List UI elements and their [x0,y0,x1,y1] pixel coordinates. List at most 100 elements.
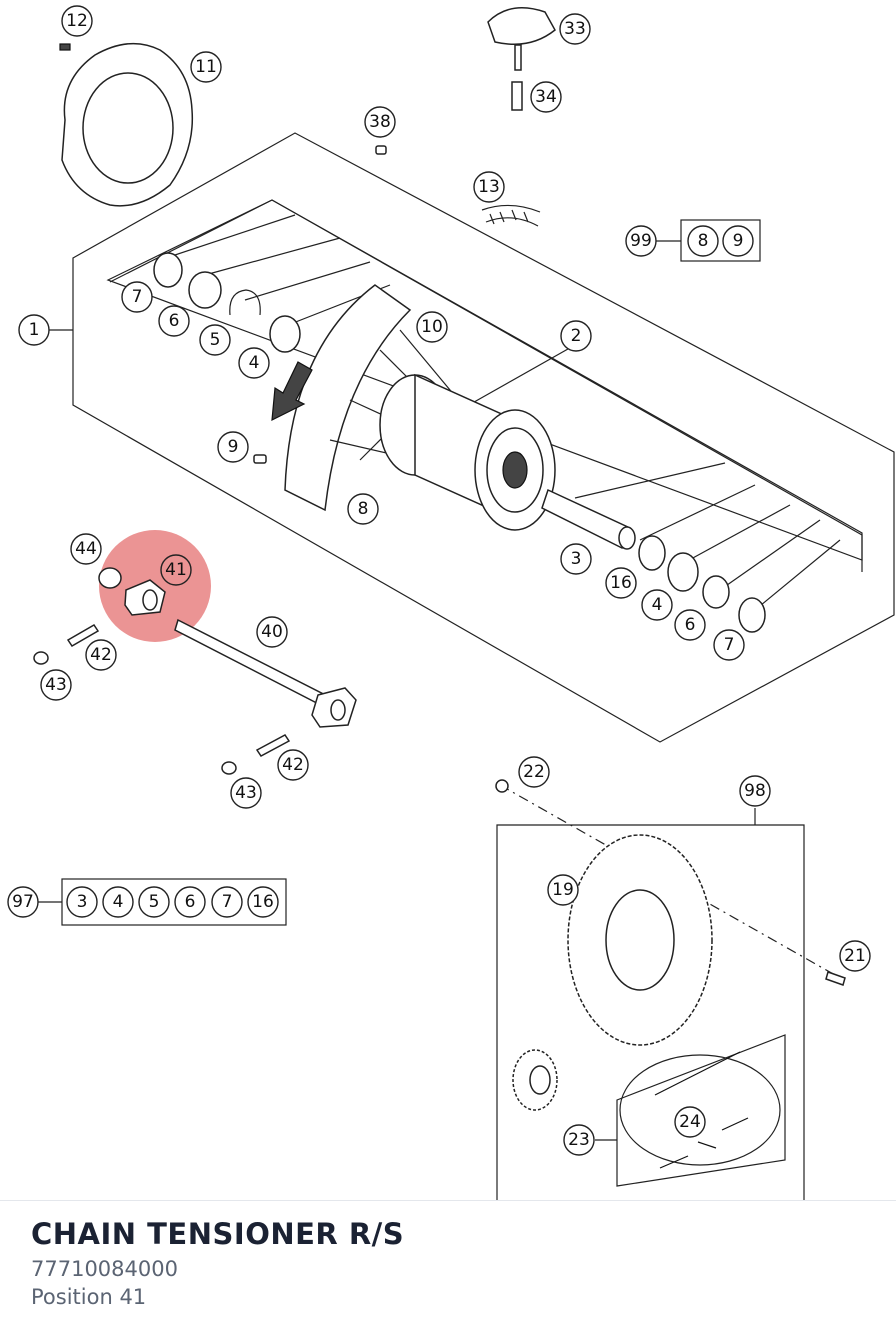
svg-text:34: 34 [535,87,557,107]
svg-text:33: 33 [564,19,586,39]
disc-bolt [59,43,71,51]
callout[interactable]: 97 [7,886,39,918]
callout[interactable]: 7 [713,629,745,661]
callout[interactable]: 22 [518,756,550,788]
svg-text:43: 43 [235,783,257,803]
wheel-stand [487,7,556,111]
axle-nut [98,567,122,589]
callout[interactable]: 9 [722,225,754,257]
part-number: 77710084000 [31,1257,178,1281]
callout[interactable]: 16 [247,886,279,918]
bearing-6-right [702,575,730,609]
svg-text:16: 16 [252,892,274,912]
spacer-16 [638,535,666,571]
callout[interactable]: 42 [85,639,117,671]
assembly-frame-inner [106,199,863,561]
callout[interactable]: 5 [138,886,170,918]
svg-text:11: 11 [195,57,217,77]
svg-text:16: 16 [610,573,632,593]
callout[interactable]: 34 [530,81,562,113]
callout[interactable]: 7 [211,886,243,918]
callout[interactable]: 33 [559,13,591,45]
callout[interactable]: 4 [102,886,134,918]
part-position: Position 41 [31,1285,147,1309]
chain-link-left [659,1155,689,1169]
callout[interactable]: 24 [674,1106,706,1138]
spacer-sleeve [541,488,631,550]
callout[interactable]: 4 [238,347,270,379]
callout[interactable]: 9 [217,431,249,463]
svg-text:21: 21 [844,946,866,966]
part-info-panel: CHAIN TENSIONER R/S 77710084000 Position… [0,1200,896,1336]
tensioner-hole [142,589,158,611]
svg-text:4: 4 [249,353,260,373]
rear-hub [379,373,556,531]
callout[interactable]: 6 [174,886,206,918]
callout[interactable]: 40 [256,616,288,648]
callout[interactable]: 43 [40,669,72,701]
bearing-6-left [188,271,222,309]
kit-frame [496,824,805,1200]
svg-text:5: 5 [149,892,160,912]
callout[interactable]: 6 [674,609,706,641]
callout[interactable]: 5 [199,324,231,356]
callout[interactable]: 23 [563,1124,595,1156]
svg-text:41: 41 [165,560,187,580]
part-name: CHAIN TENSIONER R/S [31,1217,405,1251]
svg-text:10: 10 [421,317,443,337]
chain-segment [654,1051,741,1096]
rear-sprocket [567,834,713,1046]
callout[interactable]: 6 [158,305,190,337]
callout[interactable]: 12 [61,5,93,37]
callout[interactable]: 3 [66,886,98,918]
svg-text:42: 42 [282,755,304,775]
callout[interactable]: 2 [560,320,592,352]
adjuster-nut-left [33,651,49,665]
svg-text:38: 38 [369,112,391,132]
svg-text:9: 9 [733,231,744,251]
adjuster-nut-right [221,761,237,775]
svg-text:7: 7 [724,635,735,655]
svg-text:12: 12 [66,11,88,31]
chain-loop [619,1054,781,1166]
callout[interactable]: 98 [739,775,771,807]
callout[interactable]: 1 [18,314,50,346]
svg-text:13: 13 [478,177,500,197]
callout[interactable]: 38 [364,106,396,138]
callout[interactable]: 42 [277,749,309,781]
callout[interactable]: 3 [560,543,592,575]
svg-text:98: 98 [744,781,766,801]
svg-text:6: 6 [185,892,196,912]
callout[interactable]: 99 [625,225,657,257]
rotation-arrow-icon [271,361,313,422]
callout[interactable]: 44 [70,533,102,565]
svg-text:40: 40 [261,622,283,642]
svg-text:8: 8 [358,499,369,519]
svg-text:43: 43 [45,675,67,695]
svg-text:2: 2 [571,326,582,346]
chain-kit-frame [616,1034,786,1187]
callout[interactable]: 8 [347,493,379,525]
callout-41-highlighted[interactable]: 41 [160,554,192,586]
callout[interactable]: 13 [473,171,505,203]
callout[interactable]: 8 [687,225,719,257]
callout[interactable]: 43 [230,777,262,809]
callout[interactable]: 16 [605,567,637,599]
seal-7-right [738,597,766,633]
svg-text:3: 3 [77,892,88,912]
callout[interactable]: 21 [839,940,871,972]
svg-text:42: 42 [90,645,112,665]
spacer-end [618,526,636,550]
callout[interactable]: 10 [416,311,448,343]
callout[interactable]: 19 [547,874,579,906]
sprocket-nut [495,779,509,793]
bearing-4-right [667,552,699,592]
svg-text:6: 6 [169,311,180,331]
callout[interactable]: 11 [190,51,222,83]
callout[interactable]: 7 [121,281,153,313]
svg-text:97: 97 [12,892,34,912]
assembly-frame-outer [72,132,895,743]
bearing-4-left [269,315,301,353]
callout[interactable]: 4 [641,589,673,621]
svg-text:7: 7 [222,892,233,912]
